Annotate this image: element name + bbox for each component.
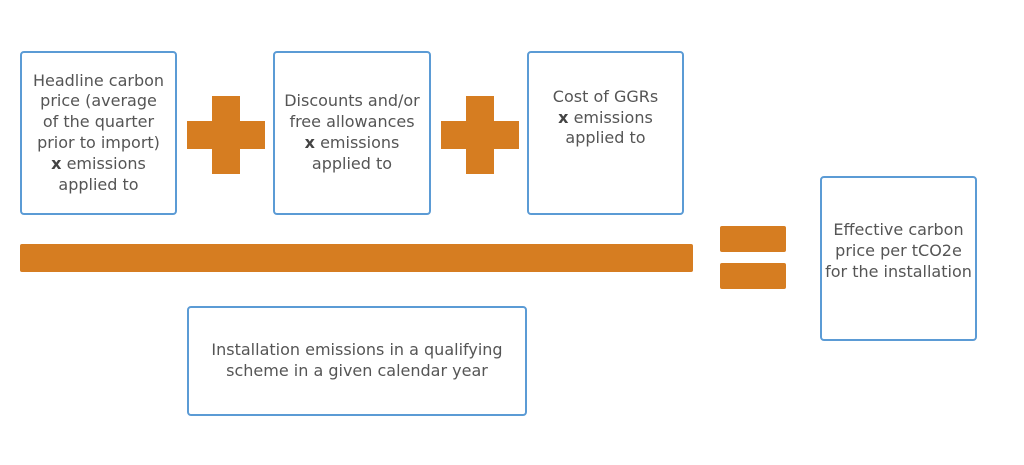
headline-line-1: Headline carbon	[32, 70, 165, 90]
plus-icon	[187, 96, 265, 174]
headline-line-3: of the quarter	[42, 112, 155, 132]
ggr-applied-to: applied to	[565, 128, 646, 148]
effective-line-1: Effective carbon	[833, 220, 964, 240]
headline-line-2: price (average	[40, 91, 157, 111]
installation-line-2: scheme in a given calendar year	[226, 361, 488, 380]
effective-carbon-price-box: Effective carbon price per tCO2e for the…	[820, 176, 977, 341]
installation-emissions-box: Installation emissions in a qualifying s…	[187, 306, 527, 416]
ggr-cost-box: Cost of GGRs x emissions applied to	[527, 51, 684, 215]
equals-icon-bottom-bar	[720, 263, 786, 289]
equals-icon-top-bar	[720, 226, 786, 252]
ggr-line-1: Cost of GGRs	[552, 86, 659, 106]
effective-line-2: price per tCO2e	[835, 241, 962, 261]
discounts-line-2: free allowances	[289, 112, 415, 132]
headline-carbon-price-box: Headline carbon price (average of the qu…	[20, 51, 177, 215]
installation-line-1: Installation emissions in a qualifying	[211, 340, 503, 360]
discounts-applied-to: applied to	[311, 153, 393, 173]
ggr-emissions-text: emissions	[573, 107, 653, 127]
ggr-multiply-sign: x	[558, 107, 569, 127]
discounts-emissions-text: emissions	[320, 133, 400, 152]
headline-line-4: prior to import)	[37, 133, 160, 152]
headline-applied-to: applied to	[58, 174, 139, 194]
discounts-box: Discounts and/or free allowances x emiss…	[273, 51, 431, 215]
headline-emissions-text: emissions	[66, 153, 146, 173]
discounts-line-1: Discounts and/or	[284, 91, 420, 111]
headline-multiply-sign: x	[51, 153, 62, 173]
effective-line-3: for the installation	[825, 261, 972, 281]
fraction-bar	[20, 244, 693, 272]
plus-icon	[441, 96, 519, 174]
discounts-multiply-sign: x	[304, 133, 315, 152]
